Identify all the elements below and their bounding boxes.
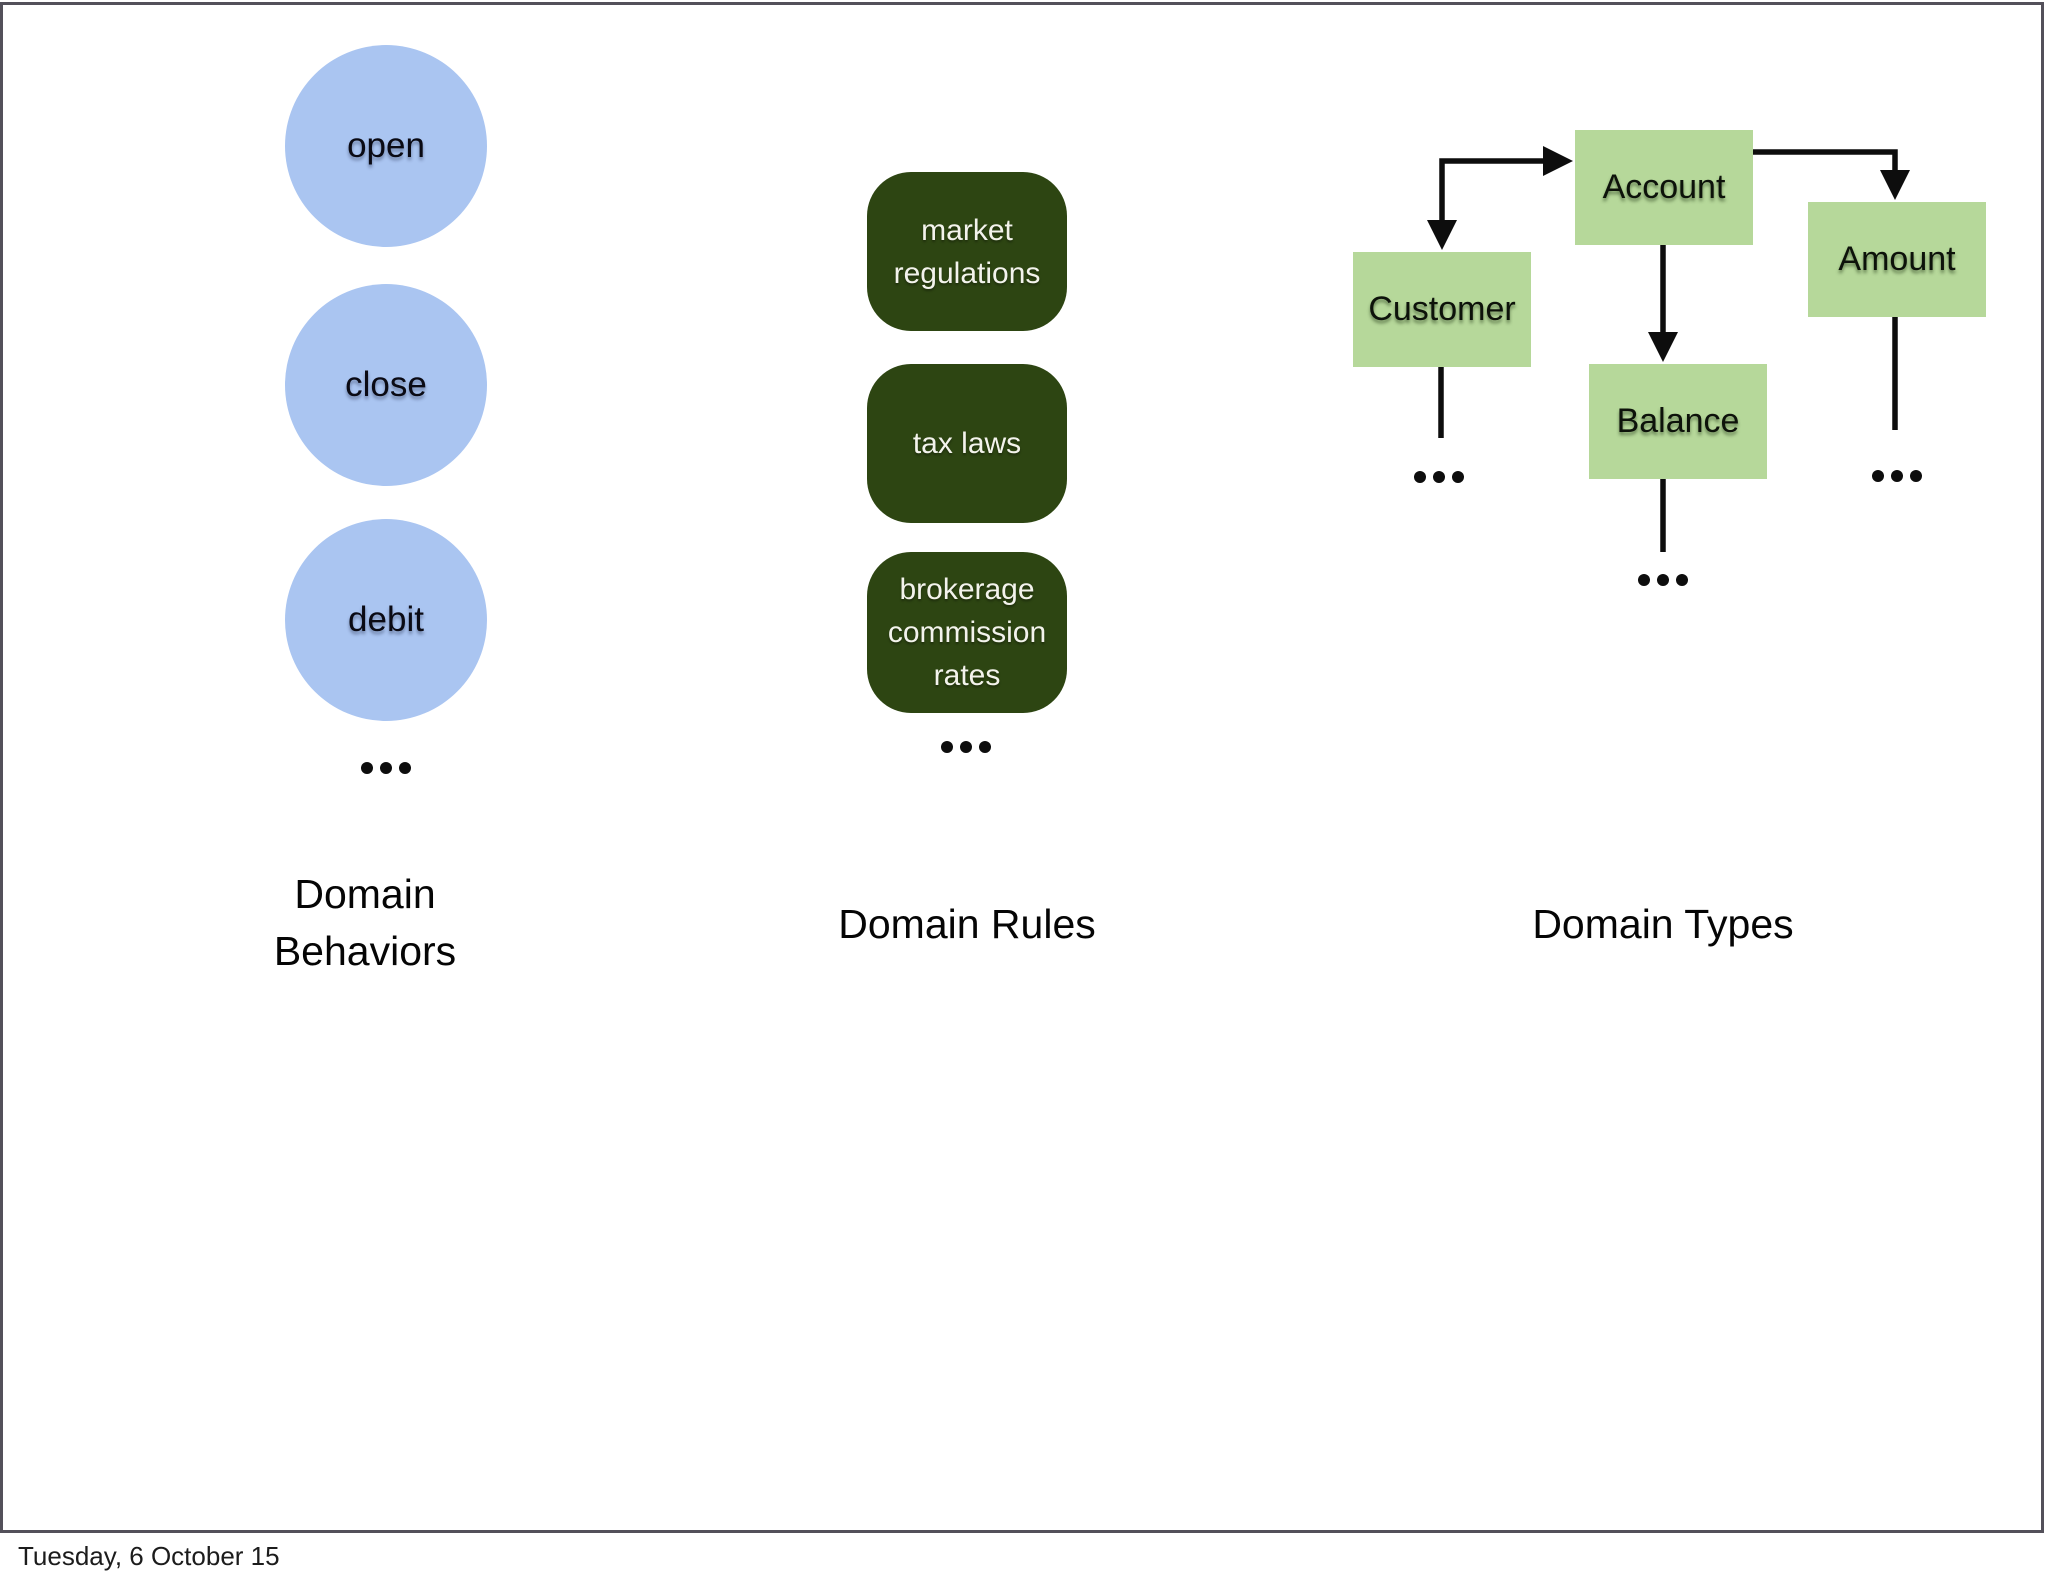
rule-label: market regulations bbox=[893, 213, 1041, 290]
types-column-title: Domain Types bbox=[1532, 901, 1794, 947]
ellipsis-icon bbox=[941, 741, 991, 753]
dot bbox=[1638, 574, 1650, 586]
type-node-customer: Customer bbox=[1353, 252, 1531, 367]
dot bbox=[960, 741, 972, 753]
type-node-balance: Balance bbox=[1589, 364, 1767, 479]
dot bbox=[979, 741, 991, 753]
ellipsis-icon bbox=[1414, 471, 1464, 483]
behavior-circle-close: close bbox=[285, 284, 487, 486]
type-label: Balance bbox=[1616, 402, 1740, 440]
footer-date: Tuesday, 6 October 15 bbox=[18, 1541, 280, 1571]
behaviors-column-title: Domain Behaviors bbox=[273, 871, 457, 974]
dot bbox=[1657, 574, 1669, 586]
rule-box-tax-laws: tax laws bbox=[867, 364, 1067, 523]
behavior-circle-debit: debit bbox=[285, 519, 487, 721]
rule-box-brokerage-commission-rates: brokerage commission rates bbox=[867, 552, 1067, 713]
dot bbox=[399, 762, 411, 774]
type-label: Customer bbox=[1368, 290, 1516, 328]
type-label: Account bbox=[1602, 168, 1726, 206]
dot bbox=[1910, 470, 1922, 482]
rules-column-title: Domain Rules bbox=[838, 901, 1096, 947]
ellipsis-icon bbox=[361, 762, 411, 774]
type-node-account: Account bbox=[1575, 130, 1753, 245]
dot bbox=[380, 762, 392, 774]
type-label: Amount bbox=[1838, 240, 1956, 278]
dot bbox=[941, 741, 953, 753]
ellipsis-icon bbox=[1872, 470, 1922, 482]
behavior-label: debit bbox=[348, 600, 424, 639]
dot bbox=[1452, 471, 1464, 483]
dot bbox=[361, 762, 373, 774]
ellipsis-icon bbox=[1638, 574, 1688, 586]
rule-label: tax laws bbox=[912, 427, 1022, 460]
dot bbox=[1414, 471, 1426, 483]
behavior-label: open bbox=[347, 126, 425, 165]
behavior-label: close bbox=[345, 365, 427, 404]
rule-box-market-regulations: market regulations bbox=[867, 172, 1067, 331]
rule-label: brokerage commission rates bbox=[887, 573, 1047, 692]
dot bbox=[1891, 470, 1903, 482]
type-node-amount: Amount bbox=[1808, 202, 1986, 317]
dot bbox=[1872, 470, 1884, 482]
behavior-circle-open: open bbox=[285, 45, 487, 247]
dot bbox=[1433, 471, 1445, 483]
dot bbox=[1676, 574, 1688, 586]
